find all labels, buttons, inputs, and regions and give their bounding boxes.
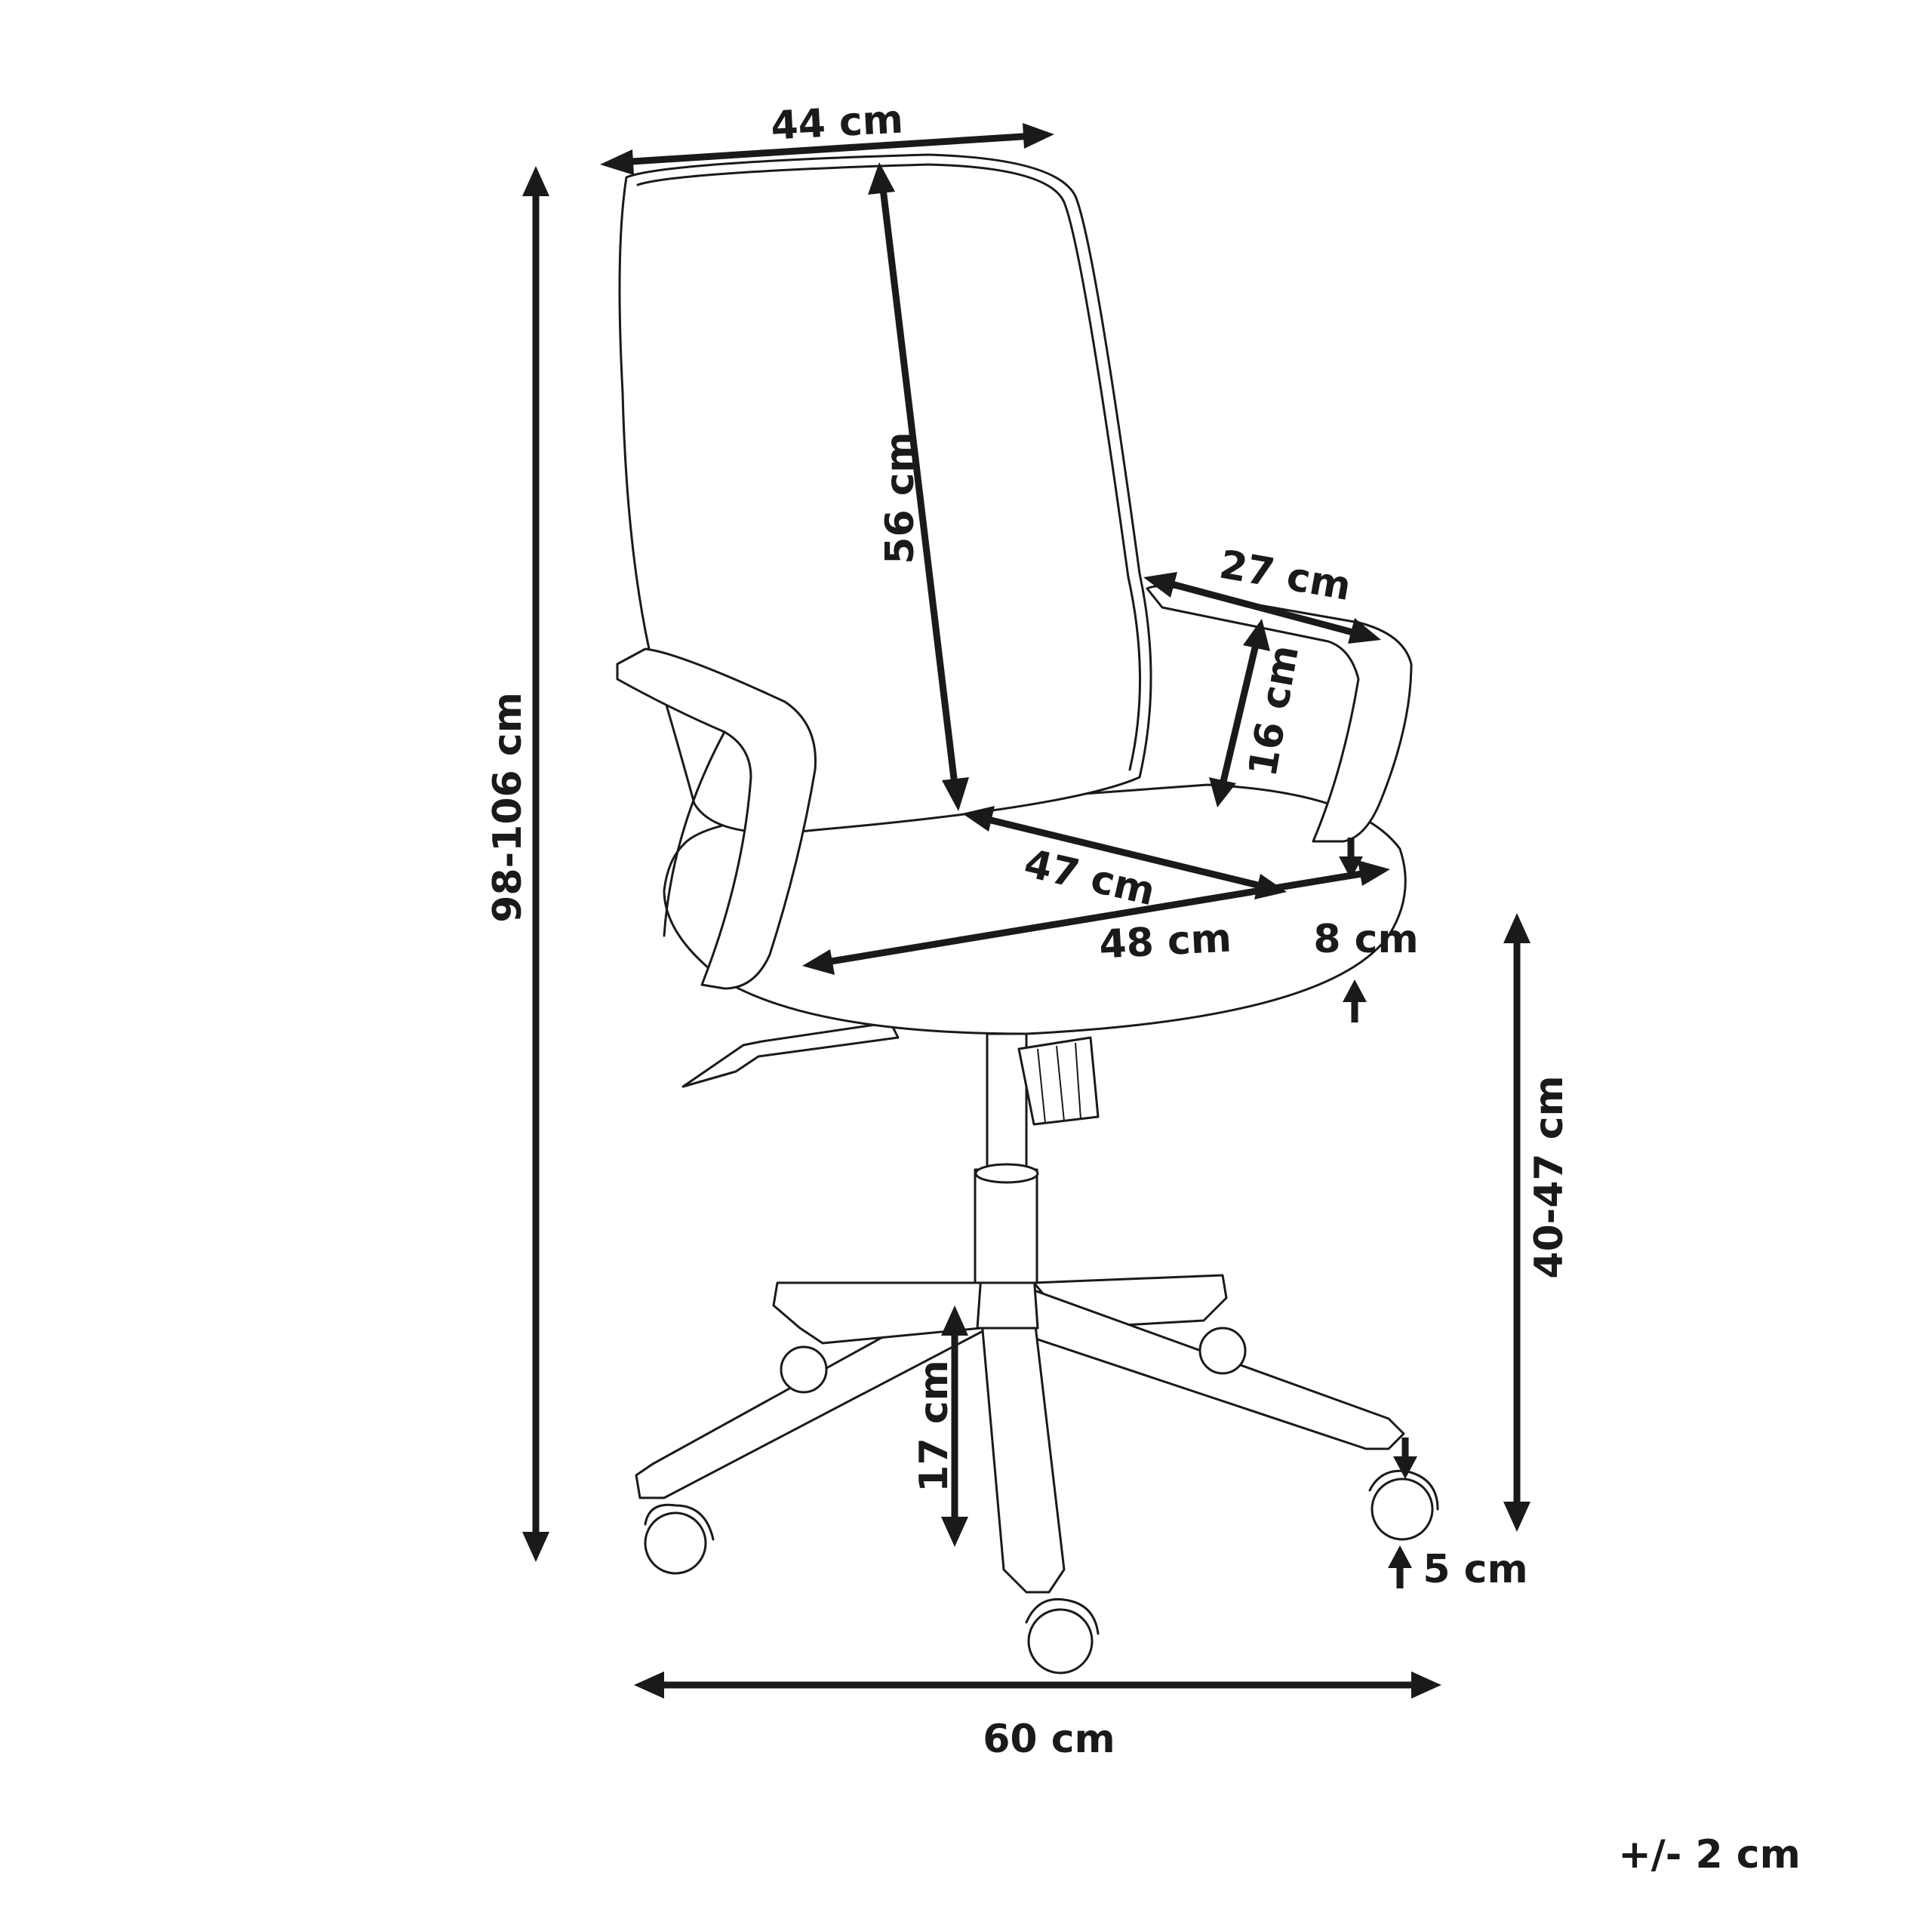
- dimension-lines: [522, 123, 1531, 1699]
- label-base-width: 60 cm: [983, 1717, 1115, 1762]
- dim-total-height: [522, 166, 549, 1562]
- dim-seat-height: [1503, 913, 1531, 1532]
- label-tolerance: +/- 2 cm: [1618, 1832, 1801, 1877]
- label-backrest-width: 44 cm: [770, 97, 904, 149]
- caster-left: [644, 1511, 707, 1575]
- dim-seat-thickness: [1339, 838, 1367, 1022]
- caster-wheels: [644, 1327, 1439, 1674]
- label-seat-height: 40-47 cm: [1527, 1075, 1572, 1278]
- label-backrest-height: 56 cm: [878, 432, 923, 564]
- chair-illustration: [616, 153, 1439, 1674]
- seat: [663, 783, 1407, 1035]
- dim-armrest-length: [1143, 572, 1381, 644]
- dim-backrest-height: [868, 162, 969, 811]
- dim-armrest-height: [1209, 619, 1270, 807]
- label-caster-height: 5 cm: [1423, 1547, 1527, 1592]
- dim-base-width: [634, 1671, 1441, 1699]
- label-total-height: 98-106 cm: [485, 692, 531, 923]
- caster-back-right: [1198, 1327, 1247, 1375]
- label-base-height: 17 cm: [912, 1360, 957, 1492]
- label-seat-thickness: 8 cm: [1313, 917, 1418, 962]
- dimension-labels: 44 cm 56 cm 98-106 cm 27 cm 16 cm 47 cm …: [485, 97, 1801, 1877]
- dim-backrest-width: [600, 123, 1054, 175]
- caster-right: [1371, 1477, 1434, 1541]
- dim-caster-height: [1388, 1437, 1417, 1588]
- backrest: [618, 153, 1152, 834]
- caster-front: [1027, 1608, 1094, 1674]
- chair-base: [635, 1274, 1405, 1594]
- dim-seat-width: [802, 860, 1390, 975]
- tension-knob: [1017, 1036, 1100, 1126]
- caster-back-left: [780, 1345, 828, 1394]
- dim-base-height: [941, 1305, 968, 1547]
- label-seat-width: 48 cm: [1098, 915, 1232, 967]
- armrest-left: [616, 647, 817, 990]
- height-lever: [681, 1021, 900, 1088]
